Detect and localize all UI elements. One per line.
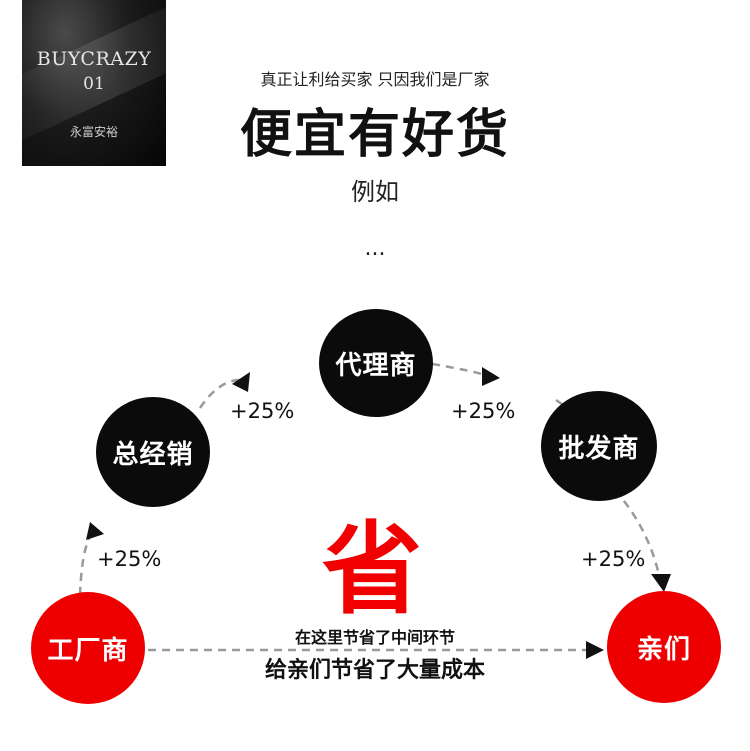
- brand-logo: BUYCRAZY 01 永富安裕: [22, 0, 166, 166]
- logo-brand-text: BUYCRAZY: [36, 48, 152, 70]
- logo-subtitle: 永富安裕: [69, 125, 118, 139]
- markup-agent-wholesaler: +25%: [451, 399, 516, 423]
- logo-number: 01: [83, 74, 105, 94]
- tagline: 真正让利给买家 只因我们是厂家: [260, 70, 490, 89]
- headline: 便宜有好货: [239, 105, 510, 165]
- arrowhead-distributor: [86, 522, 104, 540]
- example-label: 例如: [351, 178, 399, 206]
- arrowhead-bottom: [586, 641, 604, 659]
- savings-line-1: 在这里节省了中间环节: [294, 628, 455, 647]
- arrowhead-agent: [232, 372, 250, 392]
- markup-distributor-agent: +25%: [230, 399, 295, 423]
- ellipsis: ...: [364, 236, 386, 261]
- node-factory: 工厂商: [31, 592, 145, 704]
- connector-factory-distributor: [78, 527, 97, 596]
- connector-wholesaler-customer-lower: [614, 489, 662, 581]
- node-agent: 代理商: [319, 309, 433, 417]
- markup-wholesaler-customer: +25%: [581, 547, 646, 571]
- node-customer: 亲们: [607, 591, 721, 703]
- savings-line-2: 给亲们节省了大量成本: [264, 658, 485, 683]
- arrowhead-customer: [651, 574, 671, 592]
- node-distributor: 总经销: [96, 397, 210, 507]
- save-character: 省: [322, 511, 422, 628]
- connector-distributor-agent: [198, 378, 245, 409]
- node-wholesaler: 批发商: [541, 391, 657, 501]
- markup-factory-distributor: +25%: [97, 547, 162, 571]
- arrowhead-wholesaler: [482, 367, 500, 386]
